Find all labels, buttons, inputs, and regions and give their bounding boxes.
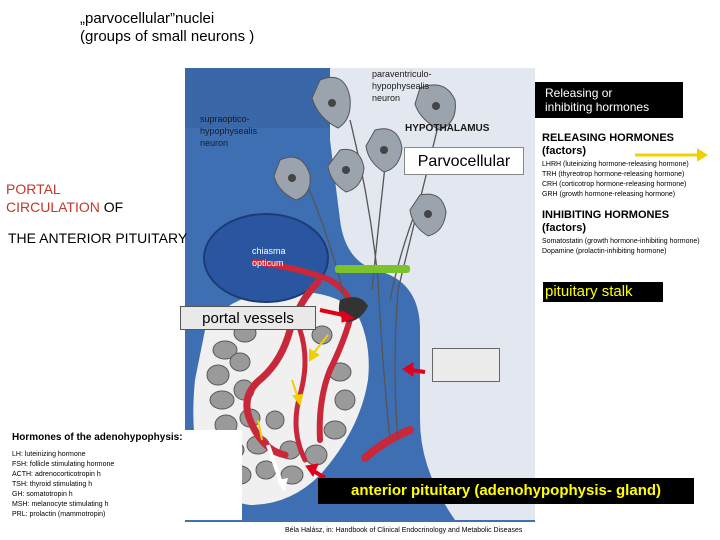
blank-label-box xyxy=(432,348,500,382)
list-item: TSH: thyroid stimulating h xyxy=(12,481,93,488)
chiasma-label-2: opticum xyxy=(252,258,284,268)
pituitary-stalk-marker xyxy=(335,265,410,273)
hypothalamus-tissue xyxy=(330,68,535,520)
list-item: CRH (corticotrop hormone-releasing hormo… xyxy=(542,181,687,188)
releasing-hormones-title: RELEASING HORMONES xyxy=(542,132,675,144)
list-item: LH: luteinizing hormone xyxy=(12,451,86,458)
inhibiting-hormones-heading: INHIBITING HORMONES (factors) xyxy=(542,209,669,235)
anterior-pituitary-heading: THE ANTERIOR PITUITARY xyxy=(8,230,188,246)
adenohypophysis-hormones-list: LH: luteinizing hormone FSH: follicle st… xyxy=(12,450,114,520)
title-line-2: (groups of small neurons ) xyxy=(80,28,255,45)
red-arrows xyxy=(305,308,426,480)
portal-circulation-line-2: CIRCULATION xyxy=(6,199,100,215)
white-arrow xyxy=(266,444,288,492)
releasing-hormones-heading: RELEASING HORMONES (factors) xyxy=(542,132,674,158)
inhibiting-hormones-title: INHIBITING HORMONES xyxy=(542,209,670,221)
list-item: Dopamine (prolactin-inhibiting hormone) xyxy=(542,248,667,255)
portal-vessels-label: portal vessels xyxy=(180,306,316,330)
anterior-pituitary-gland-label: anterior pituitary (adenohypophysis- gla… xyxy=(318,478,694,504)
paraventricular-label-3: neuron xyxy=(372,93,400,103)
paraventricular-label-2: hypophysealis xyxy=(372,81,430,91)
portal-circulation-label: PORTAL CIRCULATION OF xyxy=(6,180,123,216)
releasing-hormones-subtitle: (factors) xyxy=(542,145,587,157)
pituitary-stalk-label: pituitary stalk xyxy=(543,282,663,302)
paraventricular-label-1: paraventriculo- xyxy=(372,69,432,79)
list-item: GRH (growth hormone-releasing hormone) xyxy=(542,191,676,198)
supraoptic-label-3: neuron xyxy=(200,138,228,148)
inhibiting-hormones-subtitle: (factors) xyxy=(542,222,587,234)
list-item: LHRH (luteinizing hormone-releasing horm… xyxy=(542,161,689,168)
portal-circulation-line-1: PORTAL xyxy=(6,181,61,197)
adenohypophysis-hormones-panel xyxy=(10,430,242,520)
parvocellular-label: Parvocellular xyxy=(404,147,524,175)
list-item: ACTH: adrenocorticotropin h xyxy=(12,471,101,478)
list-item: TRH (thyreotrop hormone-releasing hormon… xyxy=(542,171,685,178)
title-line-1: „parvocellular”nuclei xyxy=(80,10,215,27)
releasing-hormones-list: LHRH (luteinizing hormone-releasing horm… xyxy=(542,160,689,200)
list-item: GH: somatotropin h xyxy=(12,491,73,498)
list-item: FSH: follicle stimulating hormone xyxy=(12,461,115,468)
inhibiting-hormones-list: Somatostatin (growth hormone-inhibiting … xyxy=(542,237,700,257)
hypothalamus-label: HYPOTHALAMUS xyxy=(405,123,490,134)
portal-circulation-of: OF xyxy=(103,199,124,215)
chiasma-label-1: chiasma xyxy=(252,246,286,256)
list-item: Somatostatin (growth hormone-inhibiting … xyxy=(542,238,700,245)
releasing-box-line-2: inhibiting hormones xyxy=(545,100,650,114)
adenohypophysis-hormones-heading: Hormones of the adenohypophysis: xyxy=(12,432,183,443)
source-credit: Béla Halász, in: Handbook of Clinical En… xyxy=(285,527,523,534)
flow-arrows xyxy=(257,148,708,441)
releasing-box-line-1: Releasing or xyxy=(545,86,613,100)
supraoptic-label-1: supraoptico- xyxy=(200,114,250,124)
chiasma-opticum xyxy=(203,213,329,303)
page-title: „parvocellular”nuclei (groups of small n… xyxy=(80,10,254,46)
neurons xyxy=(273,76,456,322)
list-item: PRL: prolactin (mammotropin) xyxy=(12,511,106,518)
releasing-inhibiting-box: Releasing or inhibiting hormones xyxy=(535,82,683,118)
list-item: MSH: melanocyte stimulating h xyxy=(12,501,109,508)
supraoptic-label-2: hypophysealis xyxy=(200,126,258,136)
endocrine-cells xyxy=(206,308,356,485)
